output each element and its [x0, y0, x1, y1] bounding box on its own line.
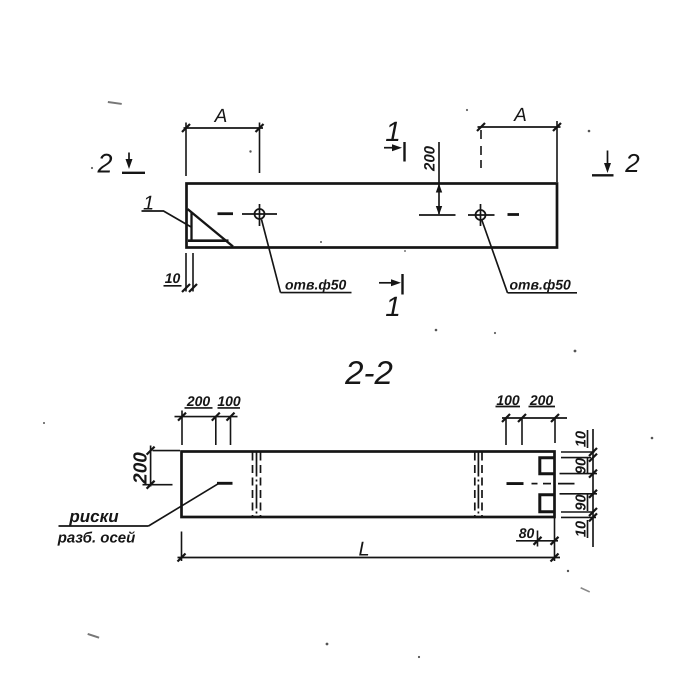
svg-text:L: L [358, 539, 369, 561]
svg-text:1: 1 [385, 291, 401, 322]
svg-text:80: 80 [519, 525, 535, 541]
svg-text:разб. осей: разб. осей [57, 530, 136, 547]
svg-text:1: 1 [143, 193, 154, 215]
svg-text:90: 90 [574, 458, 590, 474]
svg-text:10: 10 [574, 521, 590, 537]
svg-text:90: 90 [574, 494, 590, 510]
svg-text:1: 1 [385, 116, 401, 147]
svg-text:2: 2 [624, 148, 640, 178]
svg-text:риски: риски [68, 507, 119, 526]
svg-text:отв.ф50: отв.ф50 [510, 277, 572, 293]
svg-text:A: A [513, 105, 527, 126]
svg-text:100: 100 [217, 393, 241, 409]
svg-text:100: 100 [496, 392, 520, 408]
svg-text:200: 200 [186, 393, 211, 409]
svg-text:200: 200 [422, 145, 439, 172]
svg-text:2: 2 [96, 149, 112, 179]
svg-text:2-2: 2-2 [344, 354, 393, 391]
svg-text:10: 10 [574, 431, 590, 447]
svg-text:200: 200 [529, 392, 554, 408]
svg-text:отв.ф50: отв.ф50 [285, 277, 347, 293]
svg-text:200: 200 [131, 452, 152, 485]
svg-text:10: 10 [165, 270, 181, 286]
svg-text:A: A [214, 106, 228, 127]
